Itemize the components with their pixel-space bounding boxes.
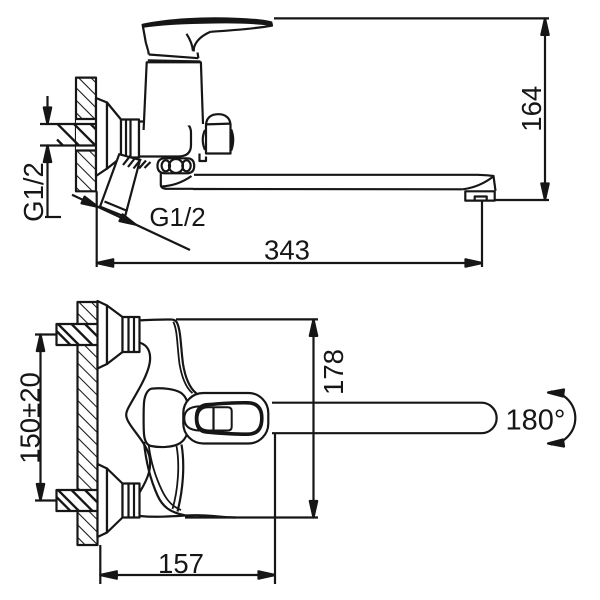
- svg-text:164: 164: [516, 86, 547, 132]
- svg-text:178: 178: [318, 349, 349, 395]
- svg-text:157: 157: [158, 548, 204, 579]
- svg-text:150±20: 150±20: [15, 372, 46, 464]
- svg-text:343: 343: [264, 235, 310, 266]
- svg-text:G1/2: G1/2: [149, 202, 205, 232]
- svg-text:180°: 180°: [506, 405, 566, 437]
- svg-text:G1/2: G1/2: [18, 162, 49, 222]
